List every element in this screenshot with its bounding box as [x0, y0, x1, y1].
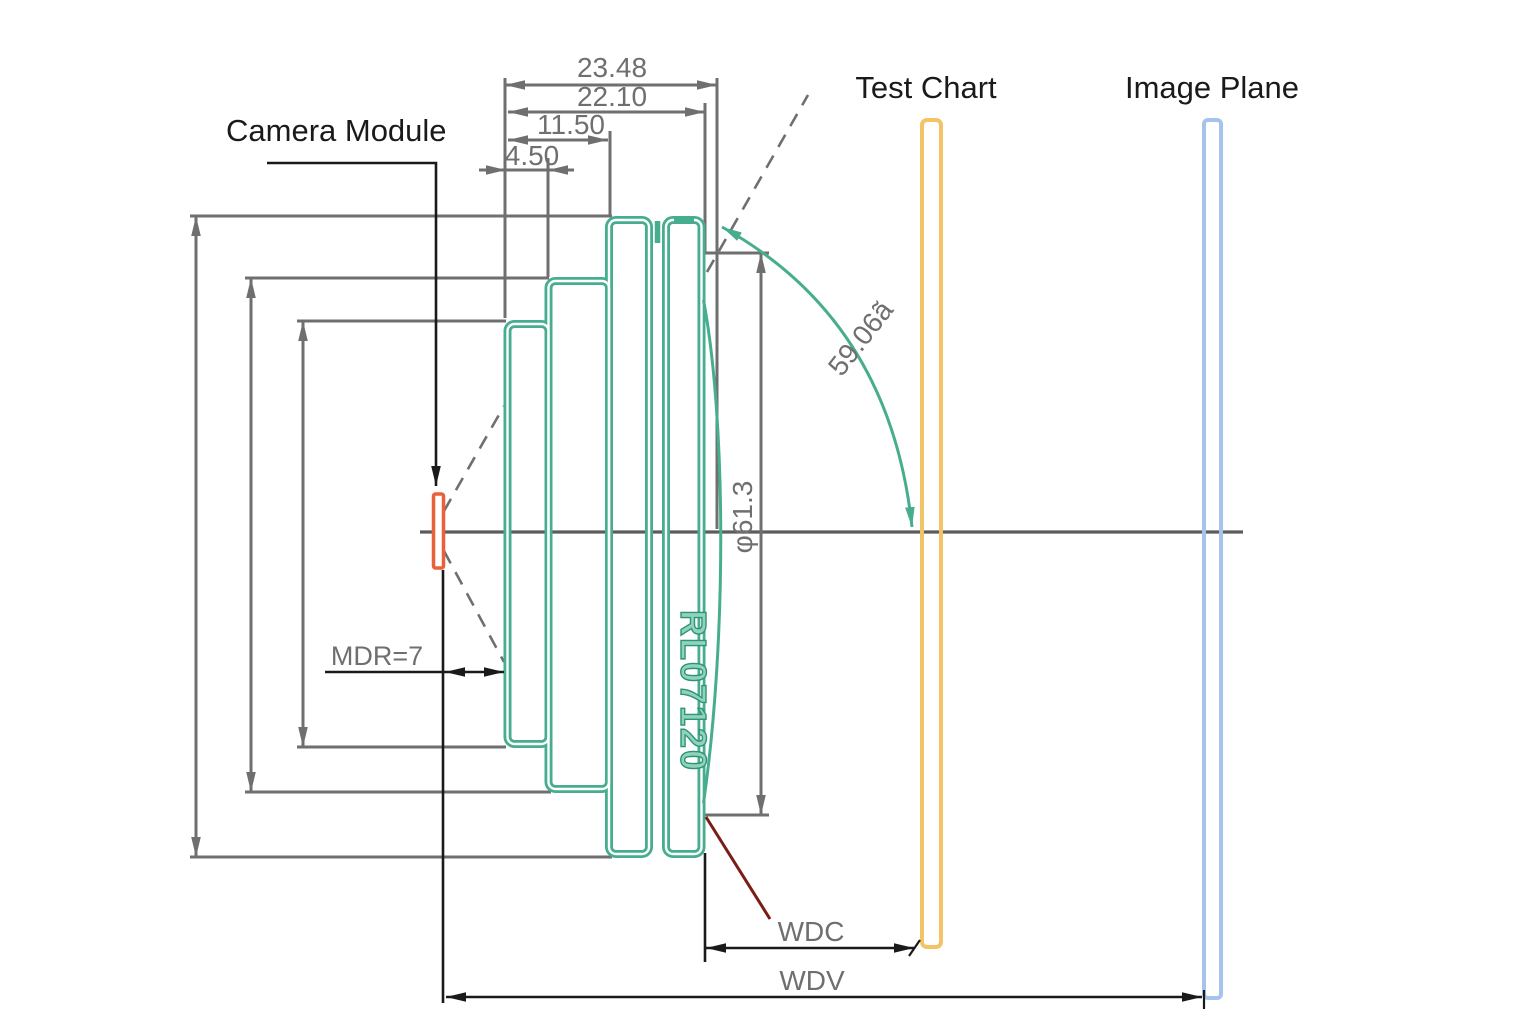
test-chart-bar — [920, 118, 943, 949]
lens-barrel-second-centerline — [547, 279, 611, 791]
image-sensor — [431, 492, 446, 570]
field-angle-arc — [721, 225, 915, 528]
sensor-cone-upper-dashed — [442, 405, 506, 512]
wdv-label: WDV — [779, 965, 845, 996]
left-diameter-brackets — [190, 214, 612, 859]
dim-total-length-value: 23.48 — [577, 52, 647, 83]
wdc-label: WDC — [778, 916, 845, 947]
camera-module-label: Camera Module — [226, 113, 447, 148]
front-lens-element-curve — [702, 299, 723, 804]
field-ray-dashed — [705, 94, 810, 273]
lens-barrel-mid-centerline — [607, 218, 651, 856]
lens-assembly — [503, 216, 723, 858]
wdc-pointer-line — [704, 816, 772, 920]
test-chart-label: Test Chart — [855, 70, 997, 105]
field-angle-value: 59.06ã — [822, 295, 899, 382]
dim-mount-length-value: 4.50 — [505, 140, 560, 171]
dim-rear-length-value: 11.50 — [537, 109, 605, 140]
camera-module-leader — [267, 161, 441, 486]
front-diameter-value: φ61.3 — [727, 481, 758, 554]
lens-barrel-rear-centerline — [506, 322, 550, 746]
wdc-dim-tick — [908, 939, 921, 957]
lens-barrel-rear-section — [503, 320, 553, 748]
mdr-value: MDR=7 — [331, 641, 423, 671]
sensor-cone-lower-dashed — [442, 550, 506, 663]
dim-barrel-length-value: 22.10 — [577, 81, 647, 112]
lens-model-label: RL07120 — [673, 610, 714, 772]
image-plane-label: Image Plane — [1125, 70, 1299, 105]
image-plane-bar — [1202, 118, 1223, 1000]
lens-barrel-mid-section — [605, 216, 653, 858]
lens-barrel-second-section — [544, 277, 613, 793]
